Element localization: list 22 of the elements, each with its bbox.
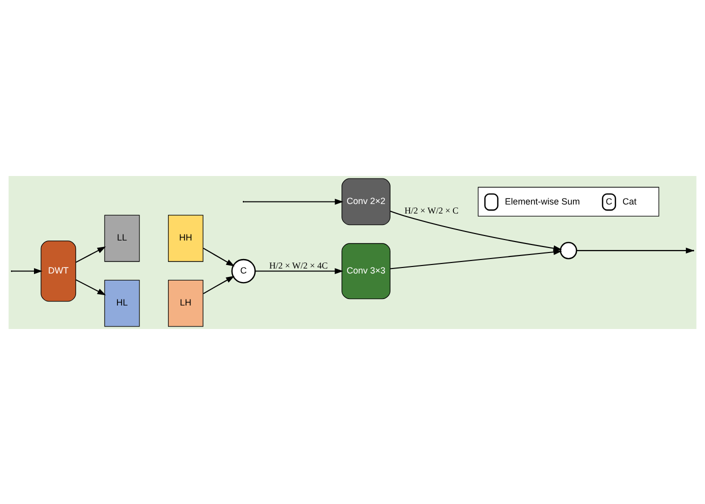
arrow bbox=[203, 247, 235, 266]
arrow bbox=[244, 198, 344, 204]
arrow bbox=[255, 268, 344, 274]
arrow bbox=[390, 210, 562, 251]
node-box: LL bbox=[104, 214, 140, 262]
edge-label: H/2 × W/2 × 4C bbox=[269, 260, 328, 270]
arrow bbox=[203, 275, 235, 294]
node-box: Conv 3×3 bbox=[342, 242, 390, 299]
legend-label: Cat bbox=[622, 196, 637, 206]
node-box: HL bbox=[104, 279, 140, 326]
edge-label: H/2 × W/2 × C bbox=[404, 204, 459, 215]
node-circle bbox=[560, 241, 578, 259]
node-circle: C bbox=[231, 258, 256, 283]
arrow bbox=[76, 278, 106, 295]
label: C bbox=[606, 196, 612, 206]
arrow bbox=[76, 246, 106, 262]
node-box: HH bbox=[168, 214, 204, 262]
arrow bbox=[12, 268, 42, 274]
node-box: LH bbox=[168, 279, 204, 326]
node-box: DWT bbox=[40, 240, 76, 302]
legend-label: Element-wise Sum bbox=[504, 196, 580, 206]
node-box: Conv 2×2 bbox=[342, 178, 390, 225]
